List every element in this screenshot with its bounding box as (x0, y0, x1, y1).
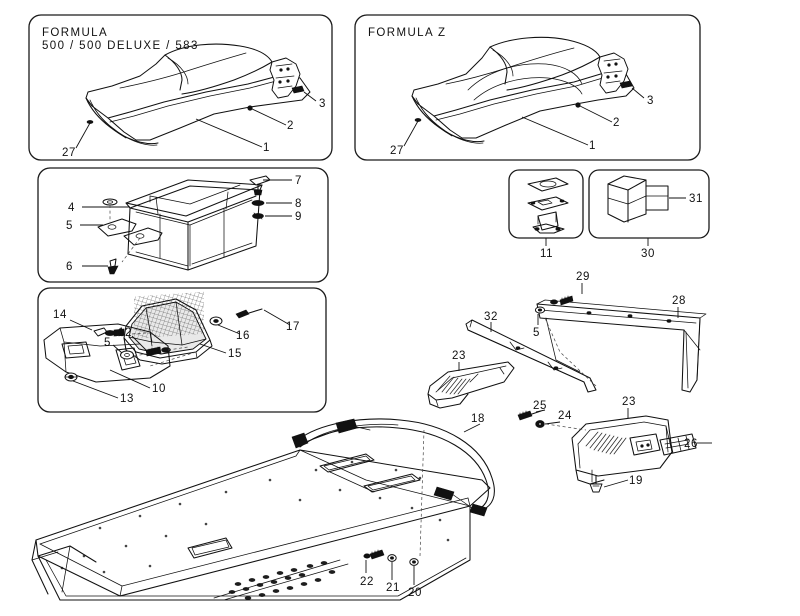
callout-28: 28 (672, 295, 686, 307)
callout-22: 22 (360, 576, 374, 588)
callout-8: 8 (295, 198, 302, 210)
hardware-12 (145, 346, 171, 357)
callout-2: 2 (287, 120, 294, 132)
callout-26: 26 (684, 438, 698, 450)
callout-31: 31 (689, 193, 703, 205)
foam-block-illustration (607, 175, 669, 223)
latch-illustration (527, 177, 569, 234)
callout-25: 25 (533, 400, 547, 412)
panel-border (28, 14, 333, 161)
backrest-illustration (43, 291, 263, 383)
callout-27-z: 27 (390, 145, 404, 157)
part-26-plate (659, 433, 697, 456)
callout-23-right: 23 (622, 396, 636, 408)
callout-15: 15 (228, 348, 242, 360)
callout-11: 11 (540, 248, 553, 260)
tunnel-deck (31, 449, 491, 601)
panel-title-line2: 500 / 500 DELUXE / 583 (42, 40, 199, 52)
callout-9: 9 (295, 211, 302, 223)
callout-14: 14 (53, 309, 67, 321)
seat-illustration-z (411, 36, 635, 144)
callout-3-z: 3 (647, 95, 654, 107)
fastener-7 (249, 175, 271, 196)
nut-13 (64, 372, 78, 382)
panel-storage-box: 7 8 9 4 5 6 (37, 167, 329, 283)
washer-5 (102, 198, 118, 206)
part-29-bolt (550, 295, 574, 306)
callout-24: 24 (558, 410, 572, 422)
callout-18: 18 (471, 413, 485, 425)
callout-6: 6 (66, 261, 73, 273)
part-23-right-runner: 23 26 25 24 19 (517, 396, 712, 493)
part-22-bolt (363, 549, 385, 560)
callout-1: 1 (263, 142, 270, 154)
side-panel-group: 29 5 28 32 (465, 271, 707, 393)
hardware-14 (93, 327, 125, 337)
part-21-washer (387, 554, 397, 562)
callout-3: 3 (319, 98, 326, 110)
panel-border (354, 14, 701, 161)
callout-19: 19 (629, 475, 643, 487)
callout-29: 29 (576, 271, 590, 283)
fastener-8 (251, 200, 265, 206)
callout-12: 12 (118, 327, 132, 339)
part-28-side-panel (536, 299, 707, 393)
callout-30: 30 (641, 248, 655, 260)
part-23-left-runner: 23 (427, 350, 515, 409)
callout-5: 5 (66, 220, 73, 232)
part-5-washer (534, 306, 546, 314)
hardware-16 (209, 316, 223, 326)
panel-formula-500: FORMULA 500 / 500 DELUXE / 583 (28, 14, 333, 161)
panel-title-line1: FORMULA Z (368, 27, 446, 39)
callout-16: 16 (236, 330, 250, 342)
rivet-dots (60, 460, 450, 574)
callout-leaders-backrest: 14 12 5 13 10 15 16 17 (53, 309, 300, 405)
part-24-washer (535, 420, 545, 428)
callout-leaders-z: 3 2 1 27 (390, 87, 654, 157)
callout-5c: 5 (104, 337, 111, 349)
screw-6 (107, 258, 119, 275)
callout-32: 32 (484, 311, 498, 323)
part-20-nut (409, 558, 419, 566)
panel-formula-z: FORMULA Z (354, 14, 701, 161)
callout-1-z: 1 (589, 140, 596, 152)
callout-23-left: 23 (452, 350, 466, 362)
seat-illustration-500 (85, 43, 311, 146)
callout-13: 13 (120, 393, 134, 405)
panel-border (37, 287, 327, 413)
callout-5-side: 5 (533, 327, 540, 339)
callout-leaders-500: 3 2 1 27 (62, 91, 326, 159)
panel-border (588, 169, 710, 239)
callout-27: 27 (62, 147, 76, 159)
storage-box-illustration (97, 175, 271, 275)
callout-7: 7 (295, 175, 302, 187)
callout-17: 17 (286, 321, 300, 333)
part-25-screw (517, 410, 542, 421)
fastener-9 (252, 212, 264, 220)
washer-5b (120, 350, 134, 360)
part-32-trim (465, 319, 597, 393)
callout-2-z: 2 (613, 117, 620, 129)
panel-foam-block: 31 30 (588, 169, 710, 260)
hardware-17 (235, 308, 263, 319)
part-19-screw (589, 475, 603, 493)
callout-21: 21 (386, 582, 400, 594)
part-18-grab-handle (291, 418, 495, 517)
tunnel-assembly: 18 (31, 413, 495, 601)
panel-border (37, 167, 329, 283)
fasteners-20-21-22: 22 21 20 (360, 429, 425, 599)
callout-leaders-box: 7 8 9 4 5 6 (66, 175, 302, 273)
panel-backrest: 14 12 5 13 10 15 16 17 (37, 287, 327, 413)
panel-latch-assembly: 11 (508, 169, 584, 260)
callout-4: 4 (68, 202, 75, 214)
callout-10: 10 (152, 383, 166, 395)
panel-title-line1: FORMULA (42, 27, 108, 39)
callout-20: 20 (408, 587, 422, 599)
